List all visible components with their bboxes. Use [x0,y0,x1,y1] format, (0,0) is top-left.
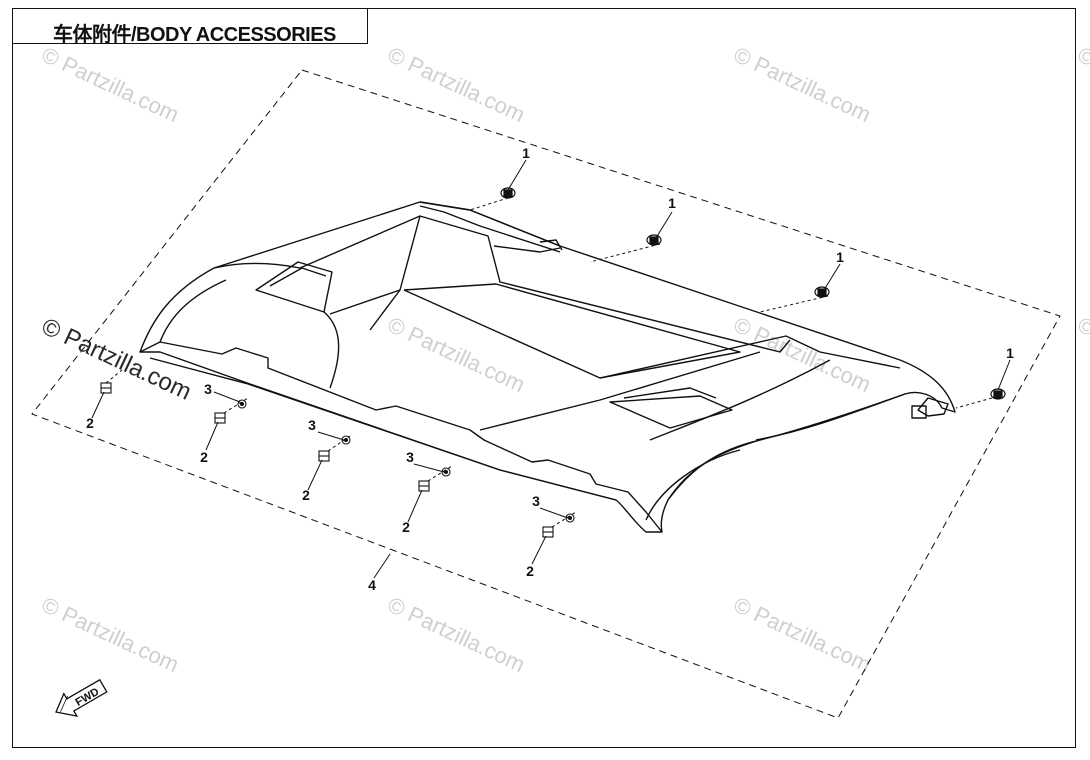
screw-icon [441,467,451,477]
assembly-boundary [31,69,1061,719]
callout-label-3: 3 [532,493,540,509]
callout-label-2: 2 [526,563,534,579]
screw-icon [565,513,575,523]
watermark-text: © Partzilla.com [38,42,183,127]
callout-label-3: 3 [406,449,414,465]
callout-label-3: 3 [308,417,316,433]
clip-icon [318,450,330,462]
leader-lines [91,159,1011,579]
callout-label-2: 2 [302,487,310,503]
bolt-icon [990,388,1006,400]
callout-label-1: 1 [522,145,530,161]
screw-icon [341,435,351,445]
callout-label-1: 1 [836,249,844,265]
bolt-icon [814,286,830,298]
callout-label-1: 1 [668,195,676,211]
watermark-text: © Partzilla.com [1074,42,1090,127]
clip-icon [542,526,554,538]
watermark-text: © Partzilla.com [1074,312,1090,397]
watermark-text: © Partzilla.com [730,592,875,677]
fwd-label: FWD [74,686,102,709]
callout-label-2: 2 [200,449,208,465]
clip-icon [418,480,430,492]
page-title: 车体附件/BODY ACCESSORIES [53,24,336,46]
watermark-text: © Partzilla.com [730,42,875,127]
roof-panel [139,201,956,533]
drawing-frame [12,8,1076,748]
watermark-text: © Partzilla.com [38,592,183,677]
callout-label-2: 2 [402,519,410,535]
clip-icon [100,382,112,394]
callout-label-4: 4 [368,577,376,593]
callout-label-1: 1 [1006,345,1014,361]
watermark-layer: © Partzilla.com © Partzilla.com © Partzill… [38,42,1090,677]
forward-arrow-icon: FWD [55,678,108,718]
callout-labels: 1 1 1 1 2 2 2 2 2 3 3 3 3 4 [86,145,1014,593]
callout-label-2: 2 [86,415,94,431]
fastener-group [100,382,575,538]
watermark-text: © Partzilla.com [384,592,529,677]
watermark-text: © Partzilla.com [384,312,529,397]
clip-icon [214,412,226,424]
callout-label-3: 3 [204,381,212,397]
bolt-icon [646,234,662,246]
watermark-foreground: © Partzilla.com [37,313,195,406]
watermark-text: © Partzilla.com [384,42,529,127]
title-box: 车体附件/BODY ACCESSORIES [12,8,368,46]
